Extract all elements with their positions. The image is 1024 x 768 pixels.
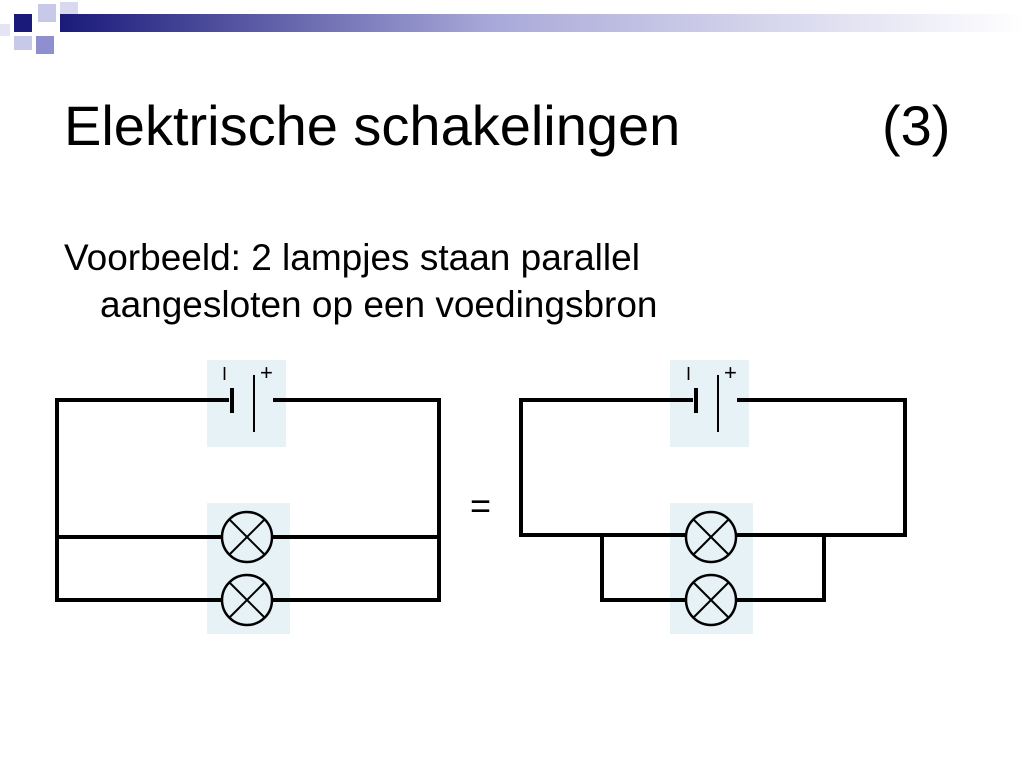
equals-sign: = [470,485,492,526]
battery-plus-label: + [724,360,737,385]
lamps-highlight [207,503,290,634]
slide-title-number: (3) [882,94,951,157]
wire [519,398,693,537]
lamp-icon [684,573,738,627]
lamps-highlight [670,503,753,634]
slide-body-text: Voorbeeld: 2 lampjes staan parallel aang… [64,234,824,328]
wire [737,398,907,537]
battery-highlight [207,360,286,447]
header-square-dark [14,14,32,32]
battery-plus-label: + [260,360,273,385]
wire [737,535,826,602]
header-decoration [0,2,1024,54]
header-square-mid [36,36,54,54]
slide-title: Elektrische schakelingen [64,94,681,157]
lamp-icon [220,573,274,627]
slide-title-row: Elektrische schakelingen (3) [64,98,964,168]
right-circuit [519,360,907,634]
header-square-light [60,2,78,14]
body-line-2: aangesloten op een voedingsbron [100,284,658,325]
body-line-1: Voorbeeld: 2 lampjes staan parallel [64,237,640,278]
battery-highlight [670,360,749,447]
battery-minus-label: I [686,364,691,384]
left-circuit [55,360,441,634]
header-square-light [38,4,56,22]
wire [273,398,441,602]
lamp-icon [684,510,738,564]
battery-minus-label: I [222,364,227,384]
header-square-mid [14,36,32,50]
wire [55,398,229,602]
header-gradient-bar [60,14,1024,32]
header-square-light [0,24,10,36]
lamp-icon [220,510,274,564]
wire [600,535,685,602]
